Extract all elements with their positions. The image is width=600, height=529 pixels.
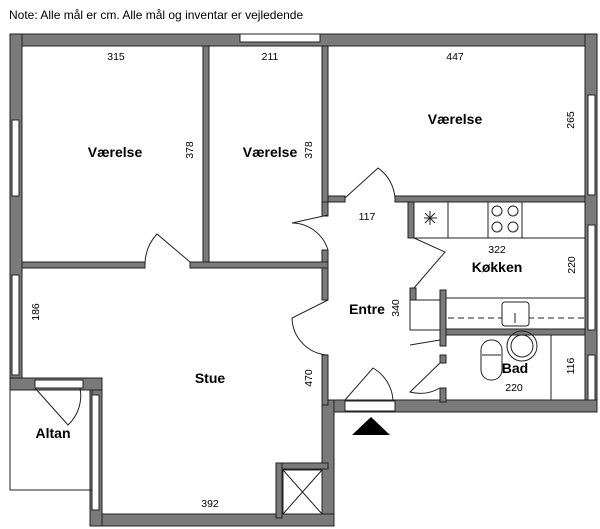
note-text: Note: Alle mål er cm. Alle mål og invent… <box>9 8 304 22</box>
entrance-arrow-icon <box>352 417 390 435</box>
kitchen-name: Køkken <box>472 259 523 275</box>
living-depth: 470 <box>303 369 315 387</box>
cabinet <box>409 299 441 331</box>
room3-width: 447 <box>446 51 464 63</box>
room1-name: Værelse <box>88 144 143 160</box>
door-swings <box>34 167 446 426</box>
entry-name: Entre <box>349 301 385 317</box>
room1-depth: 378 <box>184 141 196 159</box>
living-width: 392 <box>201 498 219 510</box>
windows <box>11 33 596 511</box>
room2-name: Værelse <box>243 144 298 160</box>
toilet-icon <box>480 339 503 381</box>
balcony-name: Altan <box>36 425 71 441</box>
room2-width: 211 <box>262 51 279 63</box>
bath-width: 220 <box>505 382 523 394</box>
living-extra-depth: 186 <box>30 303 42 321</box>
entry-width: 117 <box>359 211 376 223</box>
bath-depth: 116 <box>565 357 577 374</box>
washbasin-icon <box>506 330 538 362</box>
sink-icon <box>445 297 586 330</box>
room3-depth: 265 <box>565 111 577 129</box>
balcony-outline <box>9 389 93 491</box>
shaft-icon <box>282 469 323 515</box>
kitchen-width: 322 <box>488 244 506 256</box>
entry-depth: 340 <box>390 299 402 317</box>
room1-width: 315 <box>107 51 125 63</box>
bath-name: Bad <box>502 360 528 376</box>
room3-name: Værelse <box>428 111 483 127</box>
kitchen-depth: 220 <box>566 256 578 274</box>
stove-icon <box>491 205 519 233</box>
living-name: Stue <box>195 370 226 386</box>
fan-icon <box>424 211 437 225</box>
kitchen-counter <box>413 201 586 239</box>
room2-depth: 378 <box>303 141 315 159</box>
